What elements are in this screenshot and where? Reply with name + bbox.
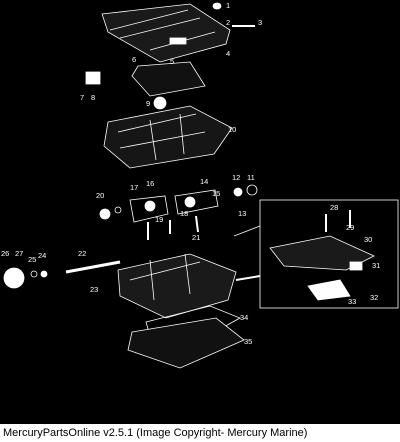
base-housing xyxy=(117,253,237,319)
callout-15: 15 xyxy=(212,189,220,198)
callout-11: 11 xyxy=(247,173,255,182)
callout-32: 32 xyxy=(370,293,378,302)
callout-22: 22 xyxy=(78,249,86,258)
callout-25: 25 xyxy=(28,255,36,264)
exploded-parts-diagram: 1 2 3 4 5 6 7 8 9 10 11 12 13 14 15 16 1… xyxy=(1,1,399,369)
callout-34: 34 xyxy=(240,313,248,322)
copyright-footer: MercuryPartsOnline v2.5.1 (Image Copyrig… xyxy=(0,424,400,442)
shaft-rod xyxy=(65,260,121,274)
pulley-part xyxy=(153,96,167,110)
callout-9: 9 xyxy=(146,99,150,108)
callout-29: 29 xyxy=(346,223,354,232)
callout-4: 4 xyxy=(226,49,230,58)
callout-17: 17 xyxy=(130,183,138,192)
callout-14: 14 xyxy=(200,177,208,186)
callout-2: 2 xyxy=(226,18,230,27)
callout-19: 19 xyxy=(155,215,163,224)
detail-inset-box xyxy=(259,199,399,309)
clip-part xyxy=(85,71,101,85)
callout-5: 5 xyxy=(170,57,174,66)
callout-13: 13 xyxy=(238,209,246,218)
callout-6: 6 xyxy=(132,55,136,64)
callout-21: 21 xyxy=(192,233,200,242)
callout-30: 30 xyxy=(364,235,372,244)
callout-8: 8 xyxy=(91,93,95,102)
callout-27: 27 xyxy=(15,249,23,258)
callout-31: 31 xyxy=(372,261,380,270)
callout-7: 7 xyxy=(80,93,84,102)
callout-28: 28 xyxy=(330,203,338,212)
callout-1: 1 xyxy=(226,1,230,10)
linkage-assembly xyxy=(99,184,258,240)
callout-18: 18 xyxy=(180,209,188,218)
callout-labels: 1 2 3 4 5 6 7 8 9 10 11 12 13 14 15 16 1… xyxy=(1,1,380,346)
bracket xyxy=(131,61,206,97)
callout-3: 3 xyxy=(258,18,262,27)
callout-16: 16 xyxy=(146,179,154,188)
base-plate xyxy=(127,317,245,369)
callout-12: 12 xyxy=(232,173,240,182)
callout-23: 23 xyxy=(90,285,98,294)
callout-33: 33 xyxy=(348,297,356,306)
knob-part xyxy=(3,267,25,289)
callout-10: 10 xyxy=(228,125,236,134)
callout-24: 24 xyxy=(38,251,46,260)
callout-26: 26 xyxy=(1,249,9,258)
callout-20: 20 xyxy=(96,191,104,200)
main-housing xyxy=(103,105,233,169)
cap-part xyxy=(212,2,222,10)
callout-35: 35 xyxy=(244,337,252,346)
